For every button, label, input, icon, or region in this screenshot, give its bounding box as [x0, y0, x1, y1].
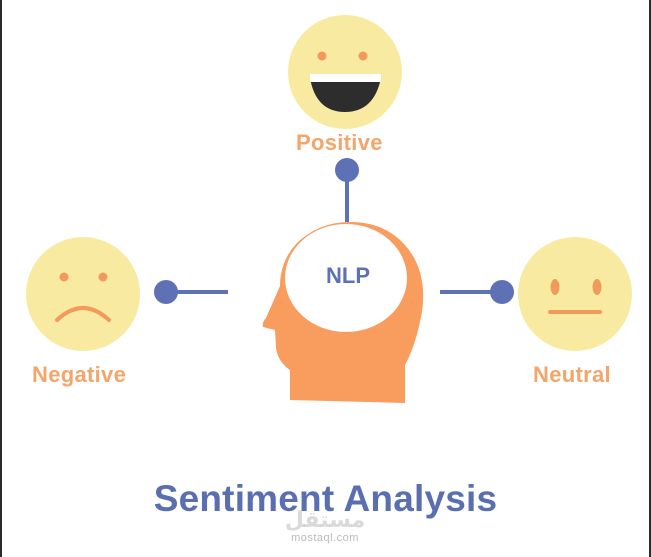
connector-negative — [154, 280, 228, 304]
label-positive: Positive — [296, 130, 383, 155]
diagram-title: Sentiment Analysis — [153, 478, 498, 519]
watermark-arabic: مستقل — [284, 507, 366, 532]
label-negative: Negative — [32, 362, 127, 387]
label-neutral: Neutral — [533, 362, 611, 387]
head-silhouette-icon — [262, 222, 424, 403]
happy-face-icon — [288, 15, 402, 129]
connector-neutral — [440, 280, 514, 304]
connector-positive — [335, 158, 359, 222]
watermark-url: mostaql.com — [291, 532, 359, 544]
sad-face-icon — [26, 237, 140, 351]
nlp-label: NLP — [326, 263, 370, 288]
neutral-face-icon — [518, 237, 632, 351]
